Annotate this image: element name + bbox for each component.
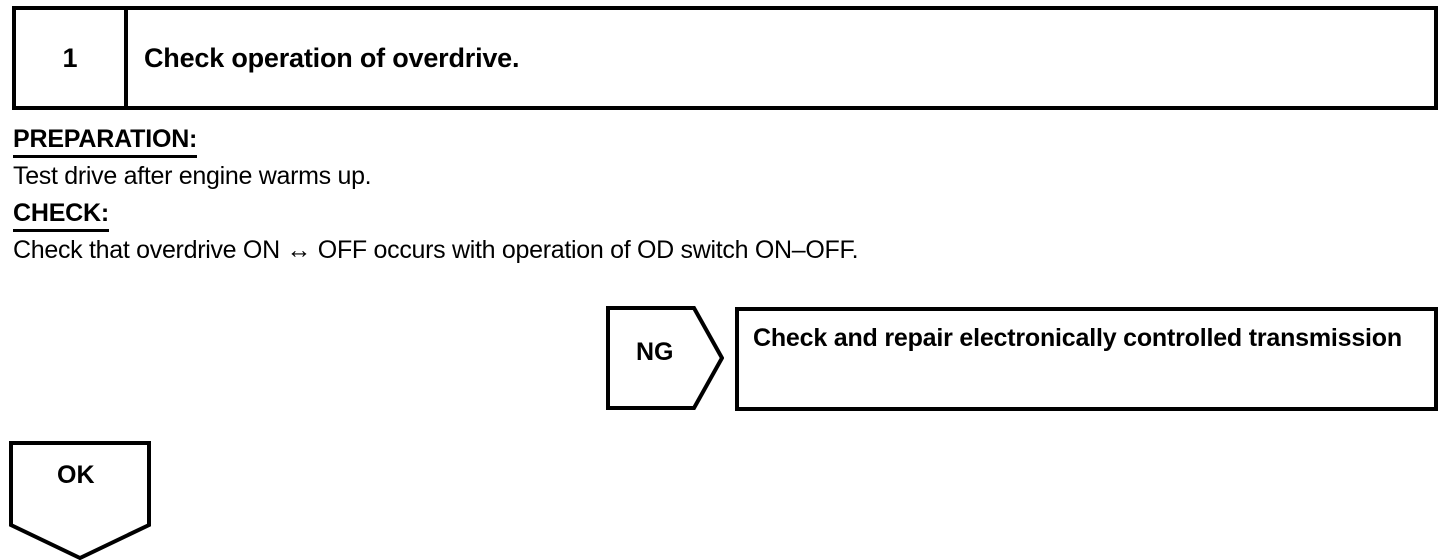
ok-branch: OK [9,441,151,560]
ok-label: OK [57,461,95,489]
check-text: Check that overdrive ON ↔ OFF occurs wit… [13,236,859,264]
step-title: Check operation of overdrive. [144,42,520,73]
ng-action-box: Check and repair electronically controll… [735,307,1438,411]
ok-arrow-pentagon-icon [9,441,151,560]
step-header-box: 1 Check operation of overdrive. [12,6,1438,110]
ng-label: NG [636,338,674,366]
check-heading-row: CHECK: [13,198,1443,235]
preparation-text: Test drive after engine warms up. [13,162,372,190]
preparation-label: PREPARATION: [13,124,197,158]
ng-action-text: Check and repair electronically controll… [753,324,1402,352]
procedure-block: PREPARATION: Test drive after engine war… [13,124,1443,265]
preparation-heading-row: PREPARATION: [13,124,1443,161]
step-number-cell: 1 [16,10,128,106]
step-title-cell: Check operation of overdrive. [128,10,1434,106]
check-label: CHECK: [13,198,109,232]
ng-arrow-pentagon-icon [606,306,724,410]
step-number: 1 [62,42,78,73]
